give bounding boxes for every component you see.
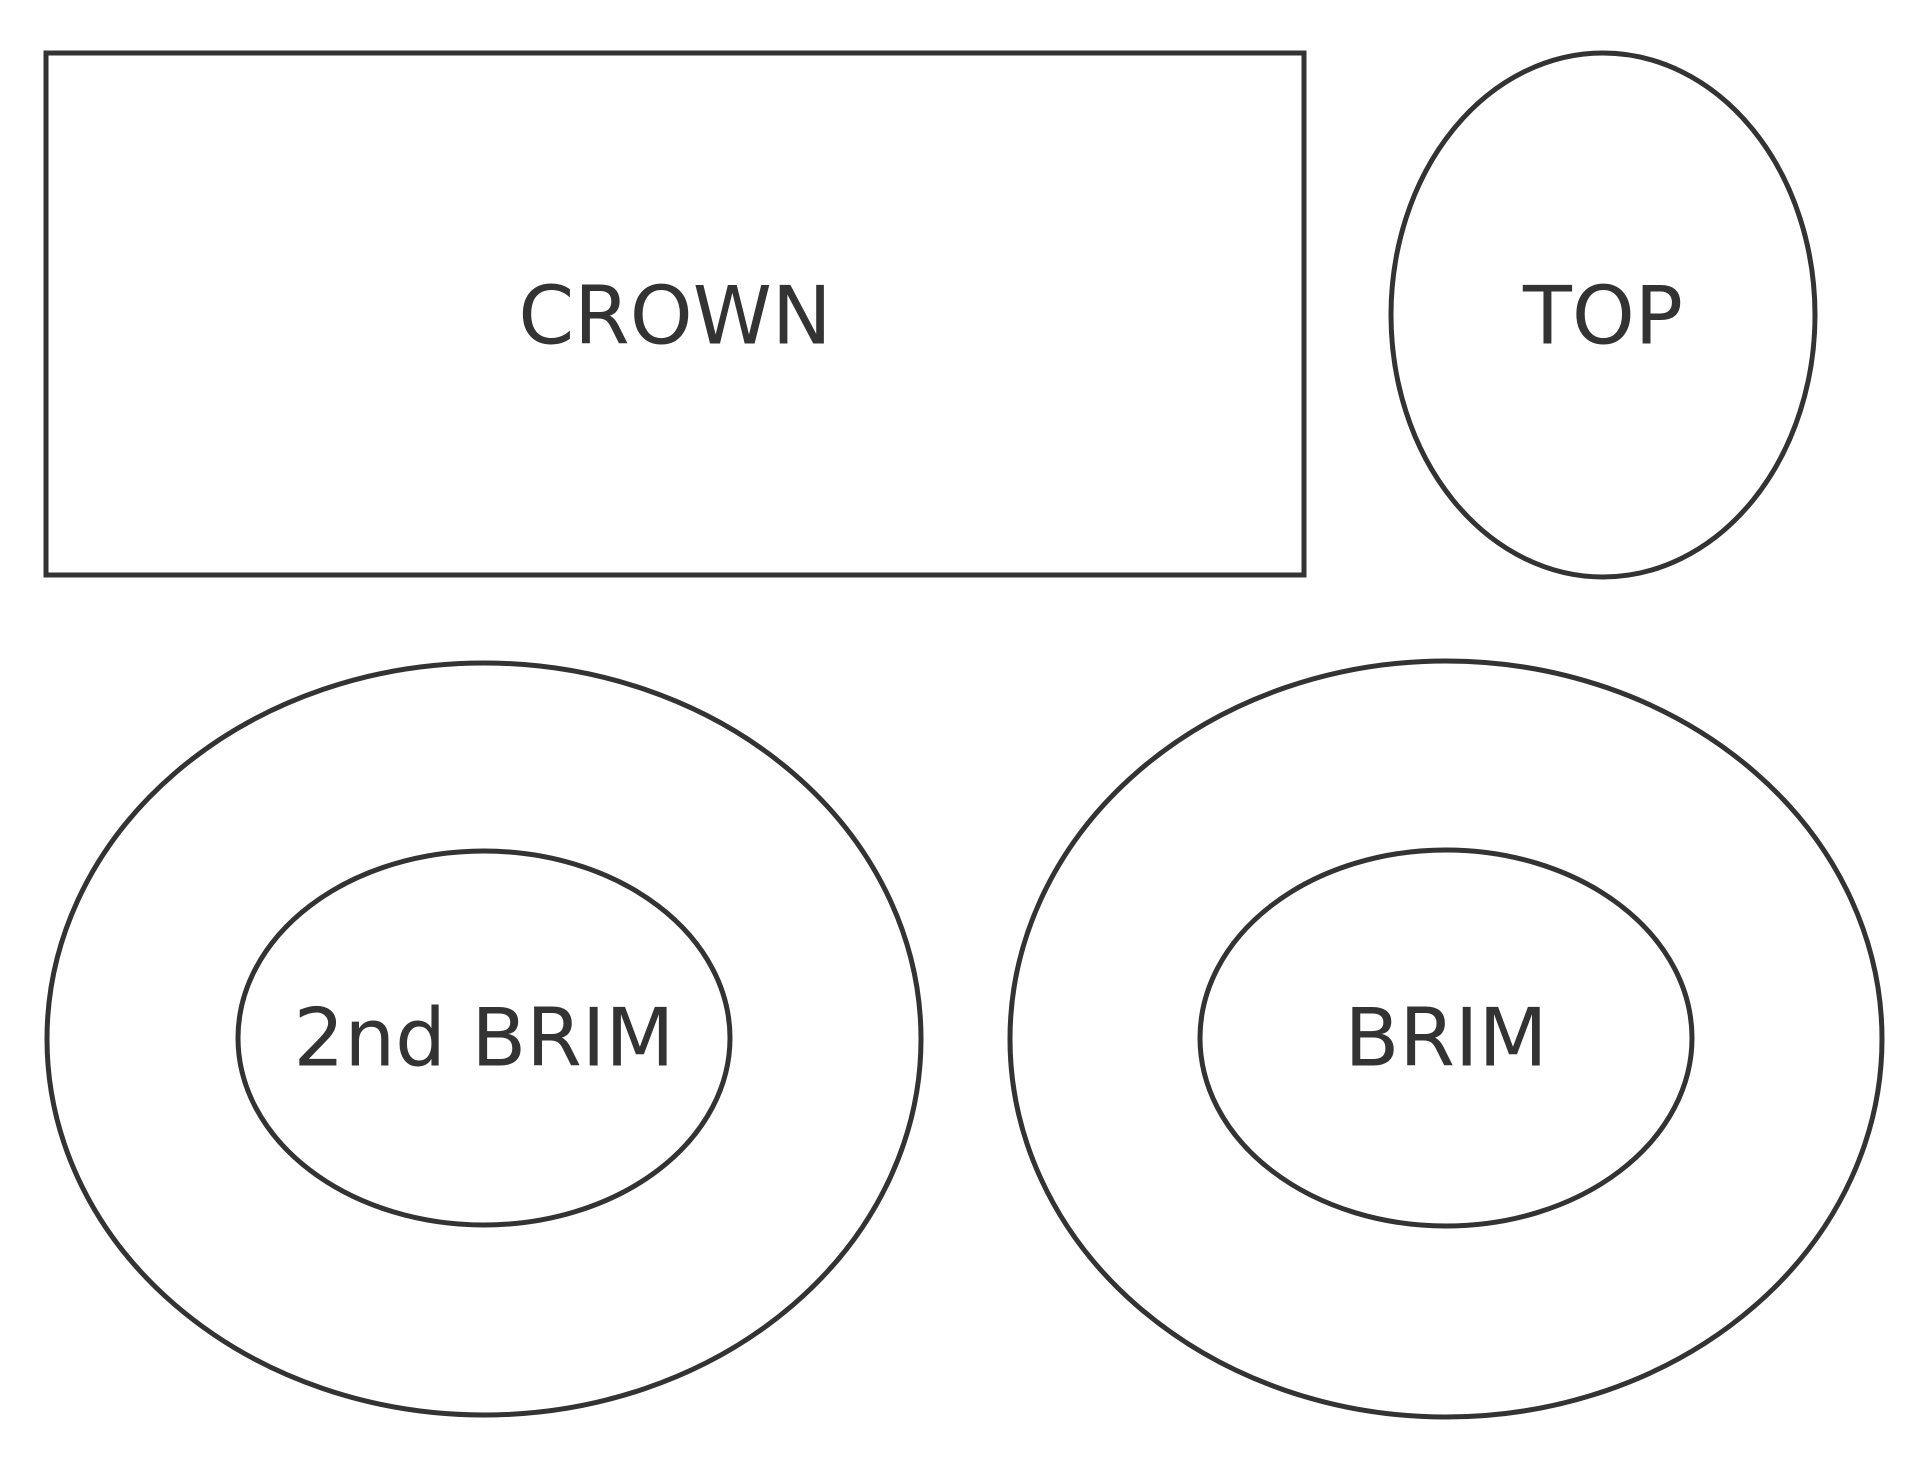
brim-inner-outline: [1197, 847, 1695, 1229]
second-brim-piece: 2nd BRIM: [44, 660, 924, 1418]
brim-label: BRIM: [1344, 992, 1547, 1085]
brim-piece: BRIM: [1007, 658, 1885, 1420]
second-brim-label: 2nd BRIM: [294, 992, 675, 1085]
crown-outline: [43, 50, 1307, 578]
crown-label: CROWN: [518, 270, 831, 363]
second-brim-inner-outline: [235, 848, 733, 1228]
brim-outer-outline: [1007, 658, 1885, 1420]
top-label: TOP: [1522, 270, 1683, 363]
crown-piece: CROWN: [43, 50, 1307, 578]
second-brim-outer-outline: [44, 660, 924, 1418]
top-piece: TOP: [1388, 50, 1818, 580]
top-outline: [1388, 50, 1818, 580]
